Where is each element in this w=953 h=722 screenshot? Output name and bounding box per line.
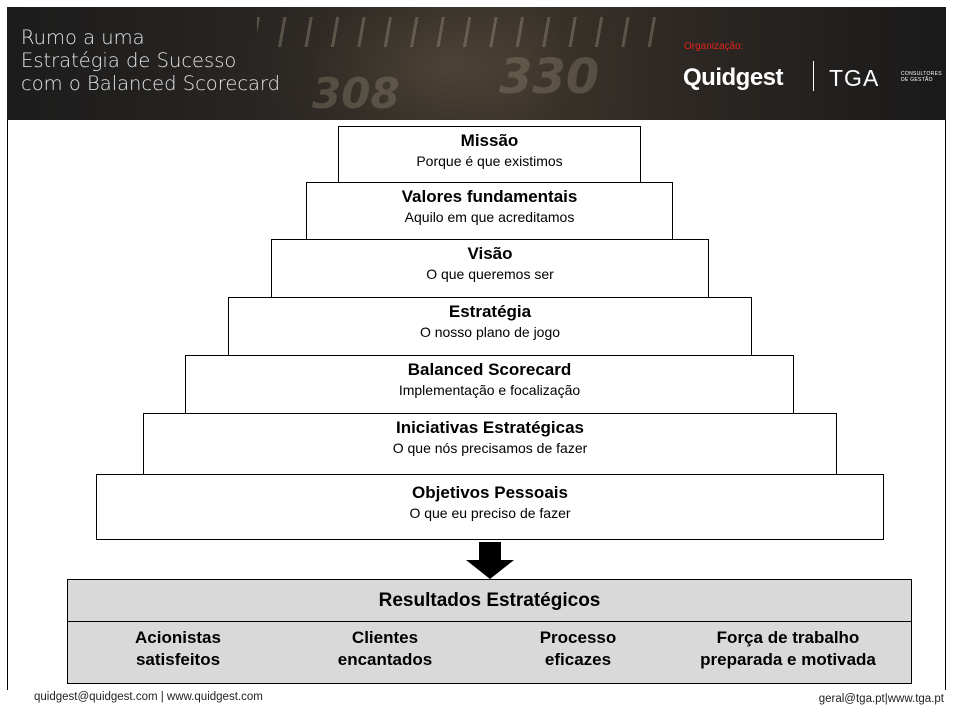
result-workforce: Força de trabalho preparada e motivada [668,627,908,671]
footer-quidgest-contact: quidgest@quidgest.com | www.quidgest.com [34,691,263,703]
logo-divider [813,61,814,91]
tga-sub-line: CONSULTORES [901,71,942,77]
level-title: Objetivos Pessoais [412,483,568,502]
results-title: Resultados Estratégicos [68,580,911,622]
quidgest-logo: Quidgest [683,64,784,91]
level-subtitle: O que eu preciso de fazer [409,505,571,521]
tga-logo-subtitle: CONSULTORES DE GESTÃO [901,71,942,83]
speedometer-ticks [257,17,657,47]
presentation-title: Rumo a uma Estratégia de Sucesso com o B… [21,26,280,95]
level-subtitle: O que queremos ser [426,266,554,282]
level-title: Valores fundamentais [401,187,578,206]
header-banner: 308 330 Rumo a uma Estratégia de Sucesso… [7,7,946,120]
footer-tga-contact: geral@tga.pt|www.tga.pt [818,693,944,705]
result-line: Clientes [351,628,419,647]
result-process: Processo eficazes [498,627,658,671]
level-subtitle: Aquilo em que acreditamos [404,209,575,225]
level-title: Visão [467,244,513,263]
gauge-number: 308 [312,69,400,118]
pyramid-level-iniciativas: Iniciativas Estratégicas O que nós preci… [143,413,837,475]
content-frame [7,120,946,690]
result-clients: Clientes encantados [290,627,480,671]
result-line: preparada e motivada [700,650,876,669]
pyramid-level-balanced-scorecard: Balanced Scorecard Implementação e focal… [185,355,794,414]
tga-logo: TGA [829,65,880,91]
result-line: Força de trabalho [716,628,860,647]
level-title: Estratégia [448,302,532,321]
tga-sub-line: DE GESTÃO [901,77,933,83]
organization-label: Organização: [684,41,744,52]
title-line: com o Balanced Scorecard [21,72,281,95]
title-line: Estratégia de Sucesso [21,49,237,72]
result-line: encantados [337,650,433,669]
gauge-number: 330 [499,49,600,105]
result-line: Acionistas [135,628,221,647]
down-arrow-icon [466,542,514,579]
pyramid-level-missao: Missão Porque é que existimos [338,126,641,183]
results-box: Resultados Estratégicos Acionistas satis… [67,579,912,684]
level-subtitle: O que nós precisamos de fazer [392,440,588,456]
level-title: Balanced Scorecard [407,360,572,379]
pyramid-level-objetivos: Objetivos Pessoais O que eu preciso de f… [96,474,884,540]
result-line: satisfeitos [135,650,221,669]
pyramid-level-valores: Valores fundamentais Aquilo em que acred… [306,182,673,240]
pyramid-level-visao: Visão O que queremos ser [271,239,709,298]
level-subtitle: O nosso plano de jogo [419,324,561,340]
pyramid-level-estrategia: Estratégia O nosso plano de jogo [228,297,752,356]
result-line: eficazes [544,650,612,669]
level-title: Iniciativas Estratégicas [395,418,585,437]
speedometer-background [237,7,657,120]
level-subtitle: Porque é que existimos [416,153,563,169]
level-title: Missão [460,131,519,150]
result-line: Processo [539,628,617,647]
level-subtitle: Implementação e focalização [398,382,581,398]
title-line: Rumo a uma [21,26,145,49]
result-shareholders: Acionistas satisfeitos [88,627,268,671]
